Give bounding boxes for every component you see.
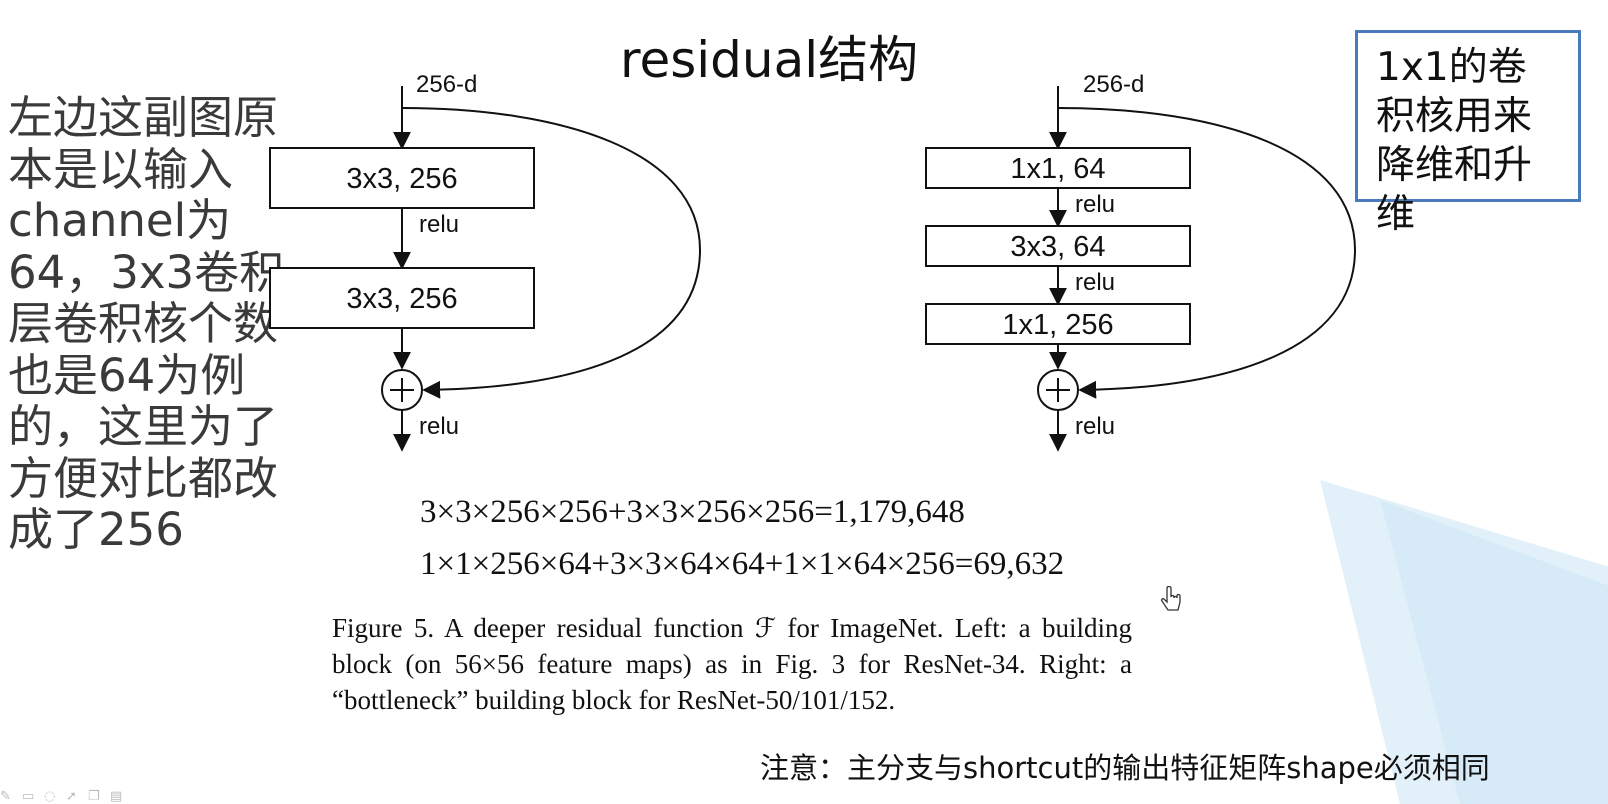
left-block-1-label: 3x3, 256: [346, 163, 457, 195]
equation-bottleneck-block: 1×1×256×64+3×3×64×64+1×1×64×256=69,632: [420, 546, 1065, 582]
copy-icon[interactable]: ❐: [88, 789, 100, 804]
right-shortcut-connection: [1057, 107, 1357, 399]
bottleneck-block: 256-d 1x1, 64 relu 3x3, 64 relu 1x1, 256…: [925, 71, 1357, 452]
pen-icon[interactable]: ✎: [0, 789, 11, 804]
right-block-1-label: 1x1, 64: [1010, 153, 1105, 185]
right-input-label: 256-d: [1083, 71, 1144, 98]
pointer-icon[interactable]: ➚: [66, 789, 77, 804]
left-block-2: [269, 267, 535, 329]
left-shortcut-connection: [401, 107, 702, 399]
watermark-logo: [1320, 480, 1608, 804]
right-relu-3: relu: [1075, 413, 1115, 440]
slide-title: residual结构: [620, 31, 919, 89]
left-block-1: [269, 147, 535, 209]
presentation-toolbar: ✎ ▭ ◌ ➚ ❐ ▤: [0, 788, 200, 804]
eraser-icon[interactable]: ◌: [44, 789, 56, 804]
right-block-2-label: 3x3, 64: [1010, 231, 1105, 263]
left-relu-1: relu: [419, 211, 459, 238]
right-relu-2: relu: [1075, 269, 1115, 296]
bottom-note: 注意：主分支与shortcut的输出特征矩阵shape必须相同: [760, 751, 1490, 785]
info-box: 1x1的卷积核用来降维和升维: [1355, 30, 1581, 237]
right-relu-1: relu: [1075, 191, 1115, 218]
highlighter-icon[interactable]: ▭: [22, 789, 35, 804]
info-box-text: 1x1的卷积核用来降维和升维: [1376, 45, 1533, 237]
notes-icon[interactable]: ▤: [110, 789, 123, 804]
right-block-3-label: 1x1, 256: [1002, 309, 1113, 341]
left-explanation-text: 左边这副图原本是以输入channel为64，3x3卷积层卷积核个数也是64为例的…: [8, 91, 285, 556]
right-block-2: [925, 225, 1191, 267]
left-block-2-label: 3x3, 256: [346, 283, 457, 315]
basic-block: 256-d 3x3, 256 relu 3x3, 256 relu: [269, 71, 702, 452]
left-relu-2: relu: [419, 413, 459, 440]
right-block-1: [925, 147, 1191, 189]
left-input-label: 256-d: [416, 71, 477, 98]
hand-cursor-icon: [1160, 586, 1181, 611]
equation-basic-block: 3×3×256×256+3×3×256×256=1,179,648: [420, 494, 965, 530]
figure-caption: Figure 5. A deeper residual function ℱ f…: [332, 613, 1132, 715]
